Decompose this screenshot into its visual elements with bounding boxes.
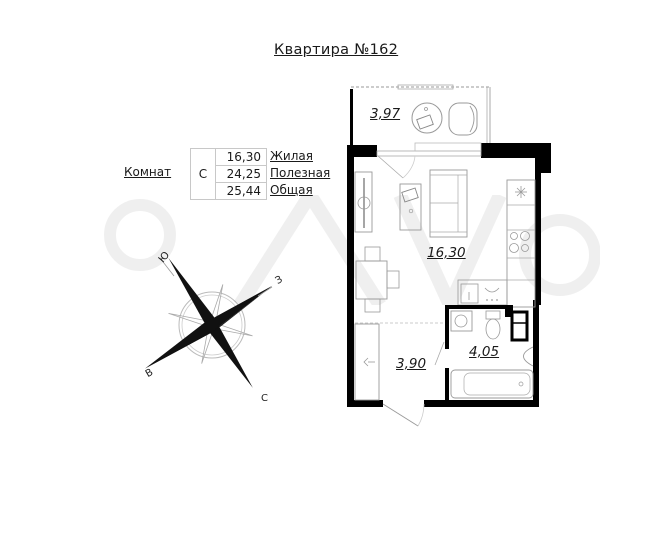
- rooms-count: С: [190, 148, 216, 200]
- watermark-logo: [104, 195, 600, 305]
- total-area-label: Общая: [270, 183, 313, 197]
- exterior-walls: [347, 143, 551, 407]
- apartment-title: Квартира №162: [274, 42, 399, 58]
- total-area-value: 25,44: [215, 182, 267, 200]
- rooms-label: Комнат: [124, 165, 172, 179]
- living-room-furniture: [354, 169, 468, 313]
- bathroom-fixtures: [450, 310, 534, 399]
- kitchen-unit: [457, 179, 536, 308]
- interior-walls: [355, 305, 513, 406]
- area-labels: Жилая Полезная Общая: [270, 148, 330, 199]
- hallway-furniture: [354, 323, 445, 427]
- living-kitchen-area: 16,30: [427, 245, 466, 261]
- hallway-area: 3,90: [396, 356, 427, 372]
- living-area-label: Жилая: [270, 149, 313, 163]
- balcony-area: 3,97: [370, 106, 401, 122]
- balcony: [350, 84, 491, 145]
- living-area-value: 16,30: [215, 148, 267, 166]
- bathroom-area: 4,05: [469, 344, 500, 360]
- useful-area-label: Полезная: [270, 166, 331, 180]
- area-summary-table: С 16,30 24,25 25,44: [190, 148, 267, 200]
- compass-north-label: С: [261, 393, 268, 404]
